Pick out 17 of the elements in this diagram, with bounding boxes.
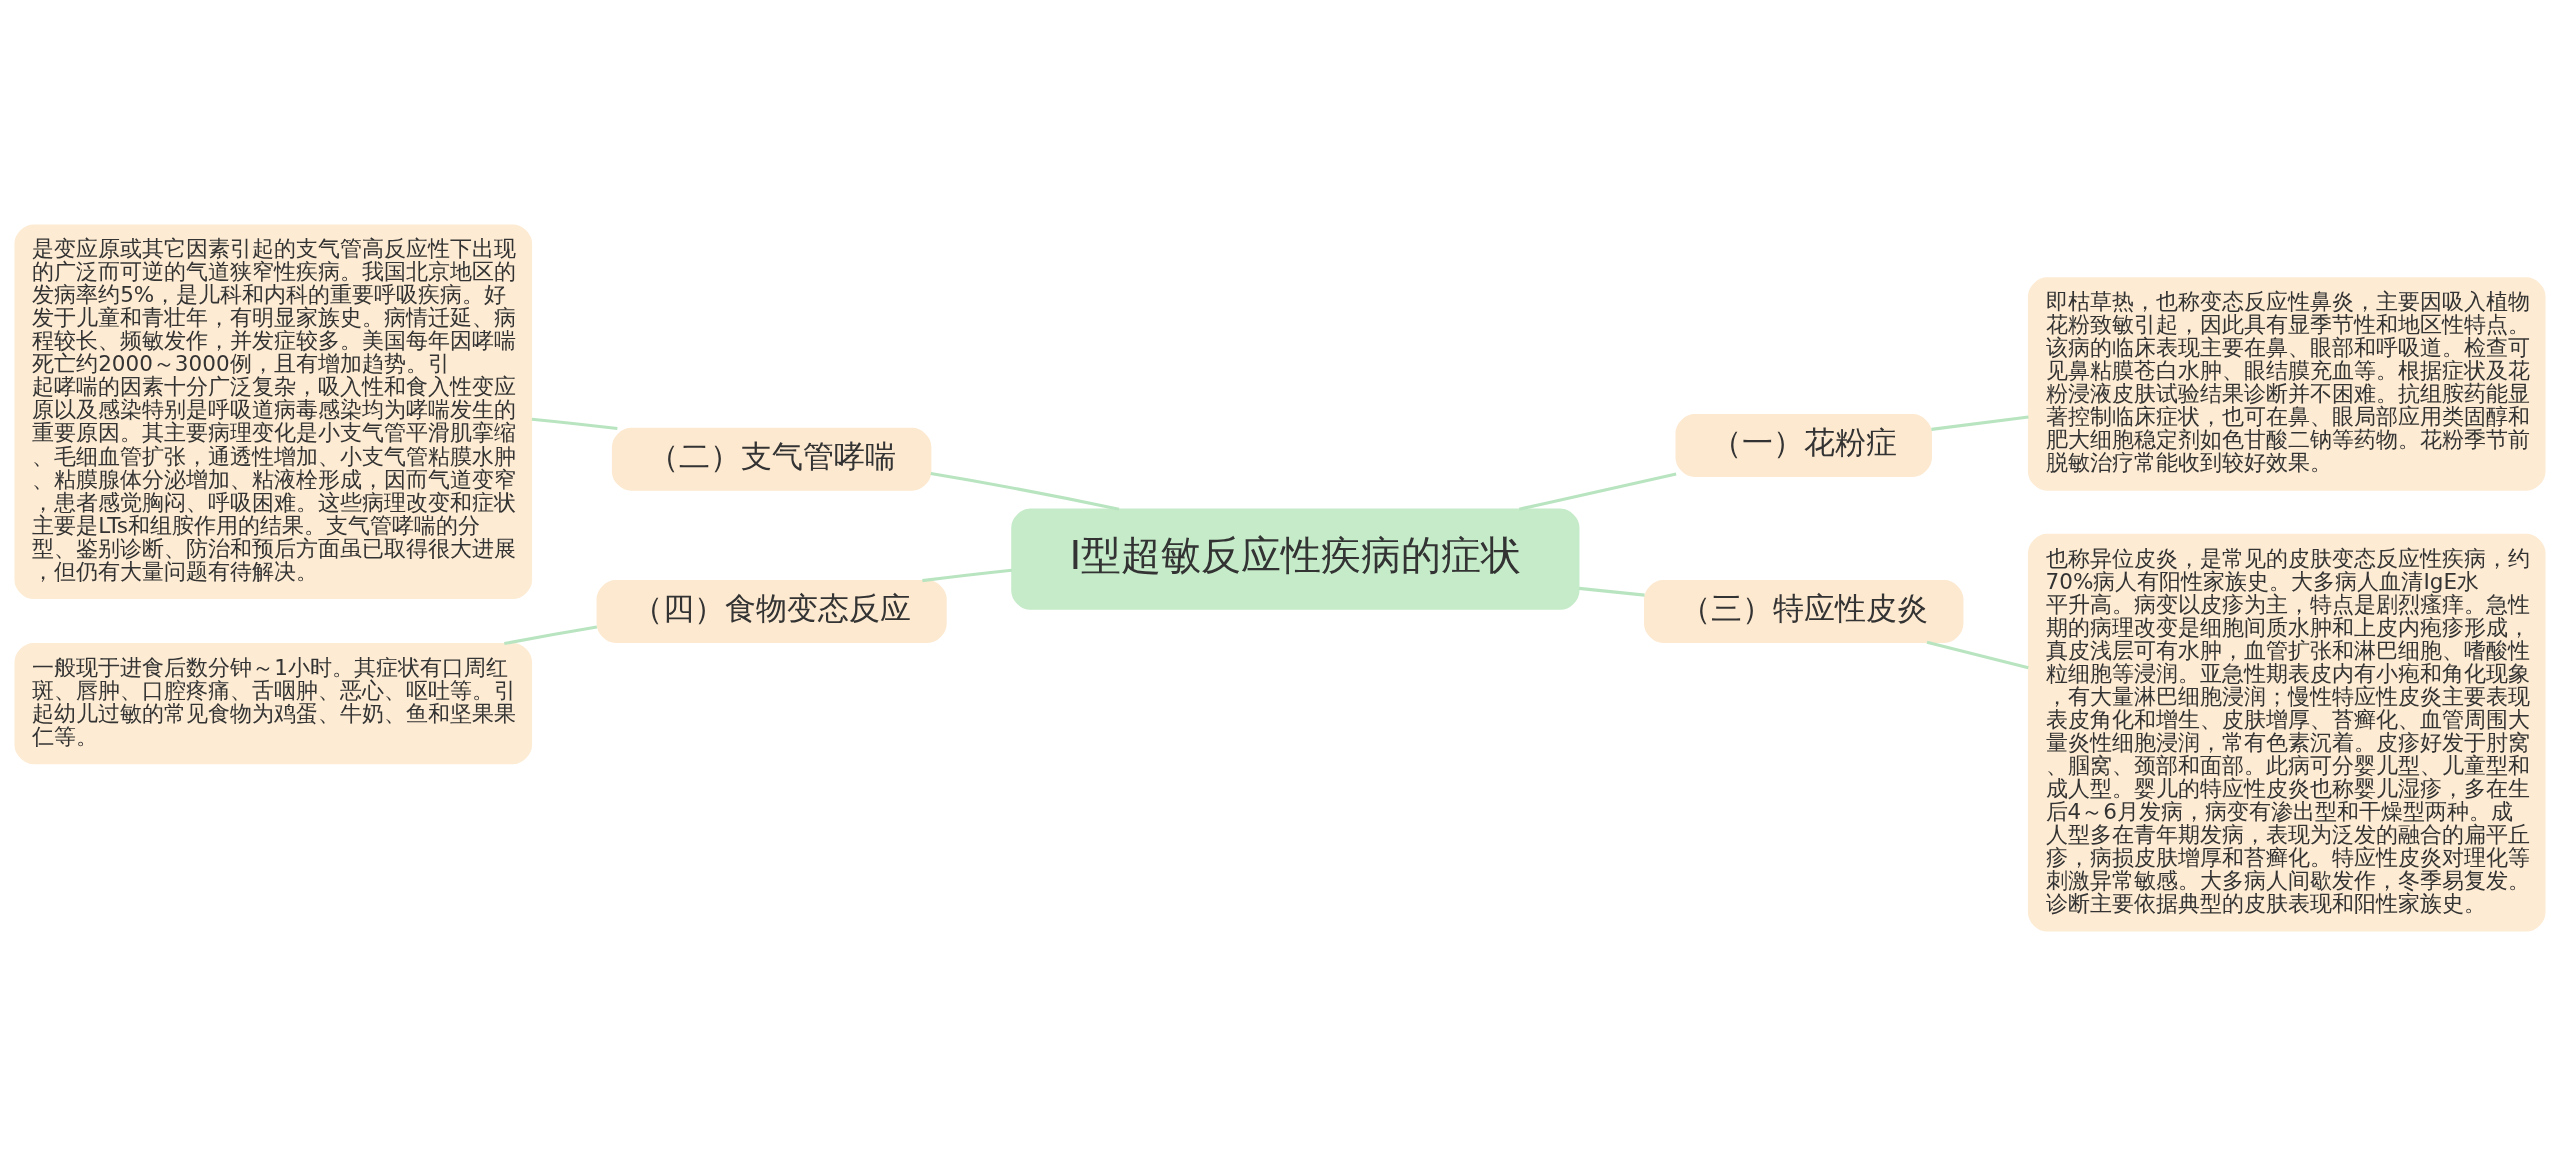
- connector: [1931, 415, 2029, 431]
- node-box: 即枯草热，也称变态反应性鼻炎，主要因吸入植物花粉致敏引起，因此具有显季节性和地区性特点。该病的临床表现主要在鼻、眼部和呼吸道。检查可见鼻粘膜苍白水肿、眼结膜充血等。根据症状及花粉浸液皮肤试验结果诊断并不困难。抗组胺药能显著控制临床症状，也可在鼻、眼局部应用类固醇和肥大细胞稳定剂如色甘酸二钠等药物。花粉季节前脱敏治疗常能收到较好效果。: [2027, 277, 2546, 491]
- connector: [531, 417, 618, 431]
- connector: [930, 472, 1120, 511]
- connector: [1578, 586, 1645, 597]
- node-box: （三）特应性皮炎: [1644, 579, 1964, 643]
- node-box: Ⅰ型超敏反应性疾病的症状: [1011, 508, 1580, 610]
- connector: [504, 625, 598, 646]
- node-box: （二）支气管哮喘: [611, 427, 932, 491]
- node-box: （四）食物变态反应: [596, 579, 947, 643]
- connector: [1926, 640, 2029, 670]
- node-box: 也称异位皮炎，是常见的皮肤变态反应性疾病，约70%病人有阳性家族史。大多病人血清IgE水平升高。病变以皮疹为主，特点是剧烈瘙痒。急性期的病理改变是细胞间质水肿和上皮内疱疹形成，真皮浅层可有水肿，血管扩张和淋巴细胞、嗜酸性粒细胞等浸润。亚急性期表皮内有小疱和角化现象，有大量淋巴细胞浸润；慢性特应性皮炎主要表现表皮角化和增生、皮肤增厚、苔癣化、血管周围大量炎性细胞浸润，常有色素沉着。皮疹好发于肘窝、腘窝、颈部和面部。此病可分婴儿型、儿童型和成人型。婴儿的特应性皮炎也称婴儿湿疹，多在生后4～6月发病，病变有渗出型和干燥型两种。成人型多在青年期发病，表现为泛发的融合的扁平丘疹，病损皮肤增厚和苔癣化。特应性皮炎对理化等刺激异常敏感。大多病人间歇发作，冬季易复发。诊断主要依据典型的皮肤表现和阳性家族史。: [2027, 533, 2546, 932]
- node-box: （一）花粉症: [1675, 414, 1932, 477]
- node-box: 一般现于进食后数分钟～1小时。其症状有口周红斑、唇肿、口腔疼痛、舌咽肿、恶心、呕吐等。引起幼儿过敏的常见食物为鸡蛋、牛奶、鱼和坚果果仁等。: [14, 642, 533, 765]
- node-box: 是变应原或其它因素引起的支气管高反应性下出现的广泛而可逆的气道狭窄性疾病。我国北京地区的发病率约5%，是儿科和内科的重要呼吸疾病。好发于儿童和青壮年，有明显家族史。病情迁延、病程较长、频敏发作，并发症较多。美国每年因哮喘死亡约2000～3000例，且有增加趋势。引起哮喘的因素十分广泛复杂，吸入性和食入性变应原以及感染特别是呼吸道病毒感染均为哮喘发生的重要原因。其主要病理变化是小支气管平滑肌挛缩、毛细血管扩张，通透性增加、小支气管粘膜水肿、粘膜腺体分泌增加、粘液栓形成，因而气道变窄，患者感觉胸闷、呼吸困难。这些病理改变和症状主要是LTs和组胺作用的结果。支气管哮喘的分型、鉴别诊断、防治和预后方面虽已取得很大进展，但仍有大量问题有待解决。: [14, 224, 533, 600]
- connector: [1518, 472, 1677, 511]
- connector: [922, 568, 1012, 583]
